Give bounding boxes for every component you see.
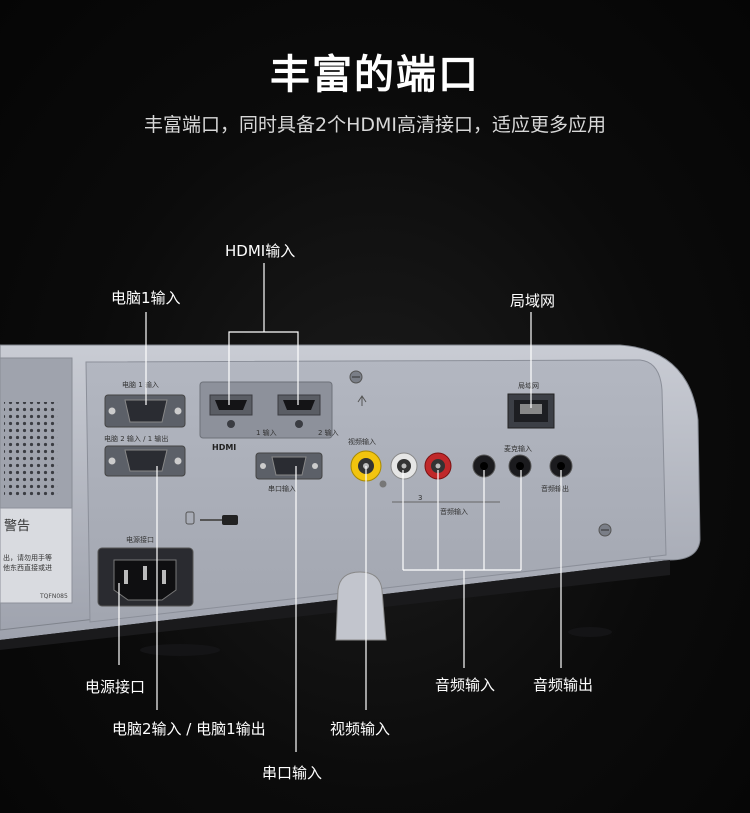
hdmi-port-2[interactable] bbox=[277, 394, 321, 416]
rca-group-number: 3 bbox=[418, 494, 422, 502]
audio-rca-red[interactable] bbox=[424, 452, 452, 480]
video-port-label: 视频输入 bbox=[348, 437, 376, 446]
lan-port-label: 局域网 bbox=[518, 381, 539, 390]
page-subtitle: 丰富端口，同时具备2个HDMI高清接口，适应更多应用 bbox=[143, 114, 606, 136]
callout-audio-output: 音频输出 bbox=[533, 676, 594, 694]
callout-power: 电源接口 bbox=[85, 678, 146, 696]
power-inlet[interactable] bbox=[97, 547, 194, 607]
warning-line-1: 出，请勿用手等 bbox=[3, 553, 52, 562]
mic-minijack[interactable] bbox=[508, 454, 532, 478]
warning-line-2: 他东西直接或进 bbox=[3, 563, 52, 572]
pc2-vga-port[interactable] bbox=[104, 445, 186, 477]
callout-lan: 局域网 bbox=[510, 292, 556, 310]
power-port-label: 电源接口 bbox=[126, 535, 154, 544]
callout-hdmi-input: HDMI输入 bbox=[225, 242, 296, 260]
hdmi-logo: HDMI bbox=[212, 443, 236, 452]
pc1-port-label: 电脑 1 输入 bbox=[122, 380, 159, 389]
callout-lines bbox=[118, 263, 562, 752]
callout-video-input: 视频输入 bbox=[330, 720, 391, 738]
audio-rca-white[interactable] bbox=[390, 452, 418, 480]
hdmi2-label: 2 输入 bbox=[318, 428, 339, 437]
callout-audio-input: 音频输入 bbox=[435, 676, 496, 694]
audio-minijack-1[interactable] bbox=[472, 454, 496, 478]
warning-title: 警告 bbox=[4, 518, 30, 534]
callout-pc2-input-pc1-output: 电脑2输入 / 电脑1输出 bbox=[112, 720, 266, 738]
callout-pc1-input: 电脑1输入 bbox=[111, 289, 181, 307]
audio-out-port-label: 音频输出 bbox=[541, 484, 569, 493]
page-title: 丰富的端口 bbox=[270, 52, 480, 98]
hdmi1-label: 1 输入 bbox=[256, 428, 277, 437]
callout-serial-input: 串口输入 bbox=[262, 764, 323, 782]
pc2-port-label: 电脑 2 输入 / 1 输出 bbox=[104, 434, 168, 443]
serial-port-label: 串口输入 bbox=[268, 484, 296, 493]
pc1-vga-port[interactable] bbox=[104, 394, 186, 428]
model-number: TQFN085 bbox=[39, 593, 68, 600]
serial-port[interactable] bbox=[255, 452, 323, 480]
hdmi-port-1[interactable] bbox=[209, 394, 253, 416]
mic-port-label: 麦克输入 bbox=[504, 444, 532, 453]
audio-group-label: 音频输入 bbox=[440, 507, 468, 516]
